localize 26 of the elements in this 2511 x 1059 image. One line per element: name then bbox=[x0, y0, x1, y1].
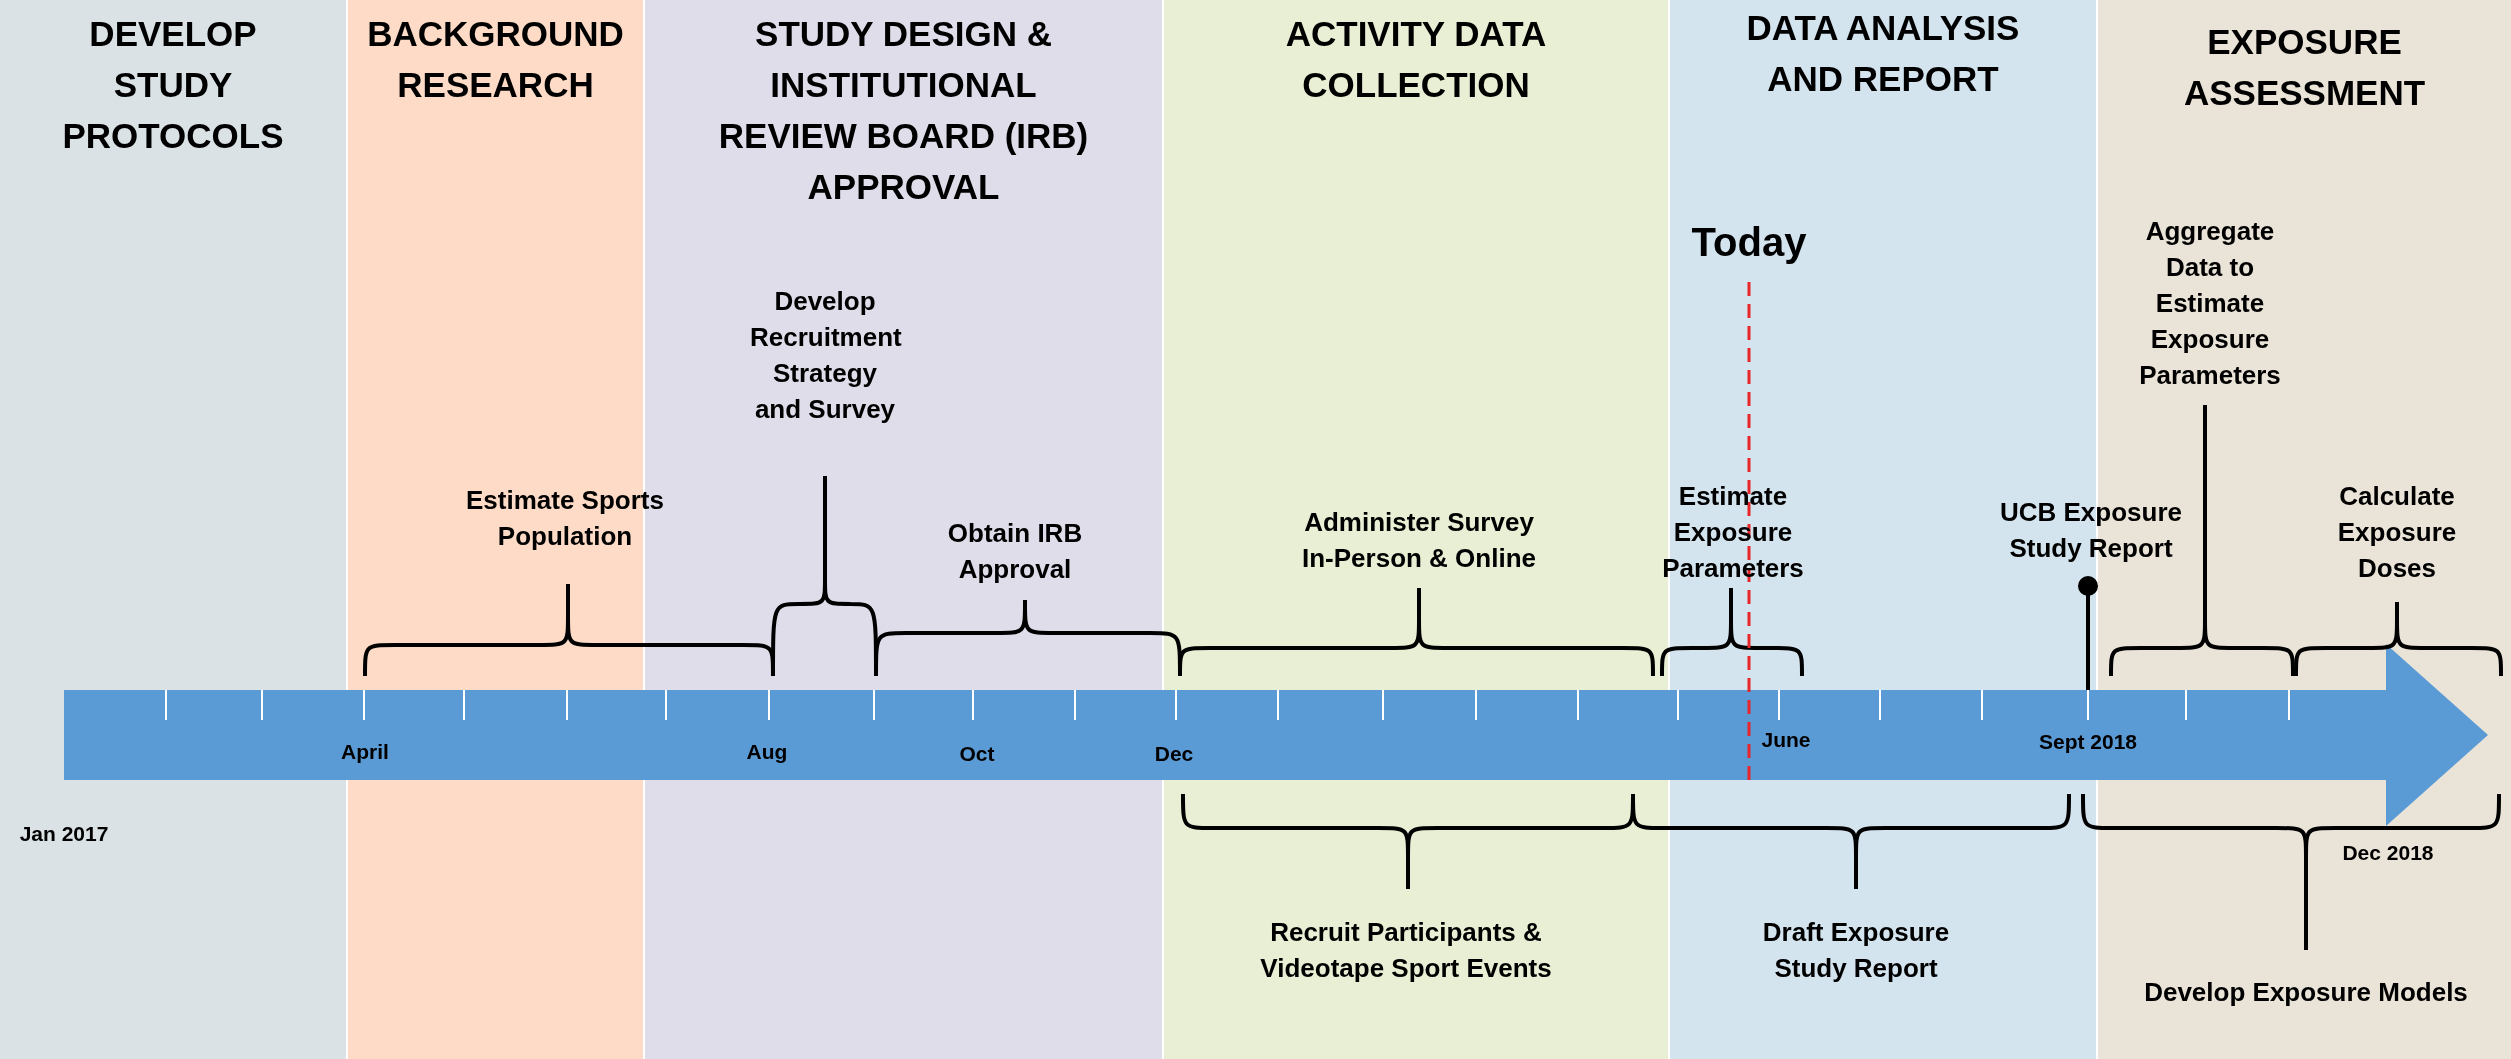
month-label: Jan 2017 bbox=[18, 821, 110, 847]
month-label: Dec bbox=[1153, 741, 1195, 767]
task-label: Estimate Exposure Parameters bbox=[1661, 480, 1805, 585]
task-label: Develop Recruitment Strategy and Survey bbox=[750, 285, 900, 426]
today-label: Today bbox=[1690, 220, 1808, 264]
phase-heading: ACTIVITY DATA COLLECTION bbox=[1284, 13, 1548, 106]
task-label: Calculate Exposure Doses bbox=[2336, 480, 2458, 585]
month-label: April bbox=[340, 739, 390, 765]
task-label: Estimate Sports Population bbox=[465, 484, 665, 553]
phase-heading: EXPOSURE ASSESSMENT bbox=[2182, 21, 2427, 114]
task-label: Obtain IRB Approval bbox=[946, 517, 1084, 586]
month-label: Dec 2018 bbox=[2341, 840, 2435, 866]
task-label: Administer Survey In-Person & Online bbox=[1301, 506, 1537, 575]
task-label: Develop Exposure Models bbox=[2143, 976, 2469, 1009]
phase-heading: STUDY DESIGN & INSTITUTIONAL REVIEW BOARD (IRB) APPROVAL bbox=[717, 13, 1090, 208]
month-label: Aug bbox=[745, 739, 789, 765]
task-label: Aggregate Data to Estimate Exposure Parameters bbox=[2138, 215, 2282, 392]
month-label: Sept 2018 bbox=[2037, 729, 2139, 755]
task-label: Draft Exposure Study Report bbox=[1761, 916, 1951, 985]
phase-heading: DEVELOP STUDY PROTOCOLS bbox=[61, 13, 285, 157]
task-label: Recruit Participants & Videotape Sport Events bbox=[1259, 916, 1553, 985]
phase-heading: BACKGROUND RESEARCH bbox=[366, 13, 625, 106]
month-label: Oct bbox=[958, 741, 996, 767]
phase-heading: DATA ANALYSIS AND REPORT bbox=[1745, 7, 2021, 100]
task-label: UCB Exposure Study Report bbox=[1998, 496, 2183, 565]
month-label: June bbox=[1760, 727, 1812, 753]
